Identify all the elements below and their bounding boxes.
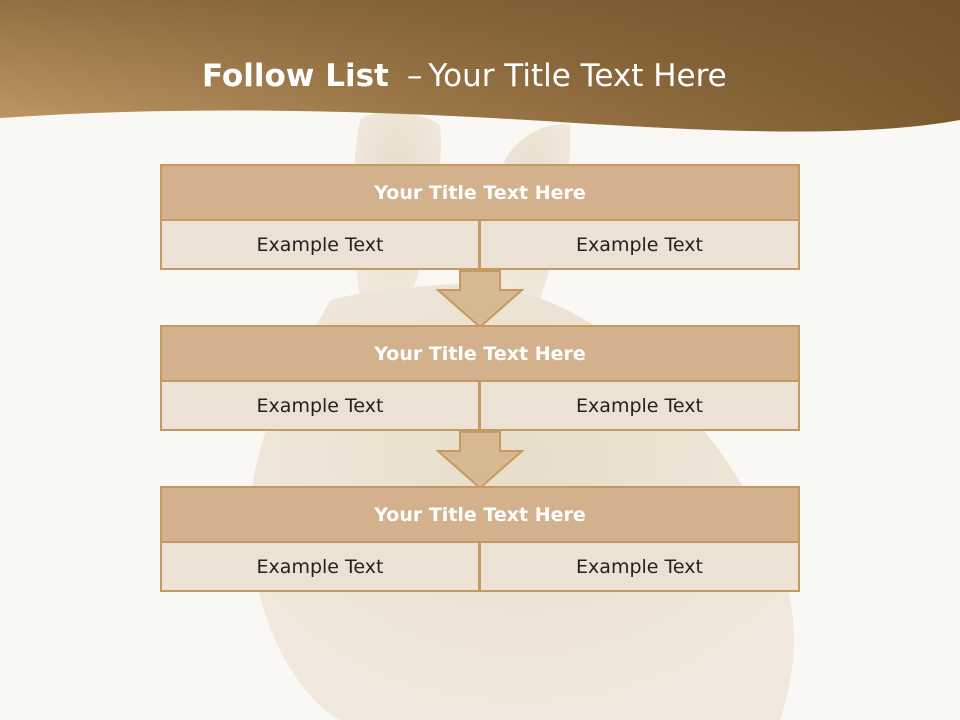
step-title-3: Your Title Text Here [160,486,800,543]
step-3-right-cell: Example Text [480,543,800,592]
slide-title-rest: Your Title Text Here [428,58,727,94]
step-block-3: Your Title Text Here Example Text Exampl… [160,486,800,592]
step-2-left-cell: Example Text [160,382,480,431]
slide-title-bold: Follow List [202,58,389,94]
step-1-left-cell: Example Text [160,221,480,270]
step-block-2: Your Title Text Here Example Text Exampl… [160,325,800,431]
step-block-1: Your Title Text Here Example Text Exampl… [160,164,800,270]
step-title-1: Your Title Text Here [160,164,800,221]
slide-title: Follow List–Your Title Text Here [202,54,727,98]
step-title-2: Your Title Text Here [160,325,800,382]
slide-title-dash: – [406,58,423,94]
down-arrow-icon [436,270,524,328]
down-arrow-icon [436,431,524,489]
header-band [0,0,960,132]
step-1-right-cell: Example Text [480,221,800,270]
step-2-right-cell: Example Text [480,382,800,431]
step-3-left-cell: Example Text [160,543,480,592]
